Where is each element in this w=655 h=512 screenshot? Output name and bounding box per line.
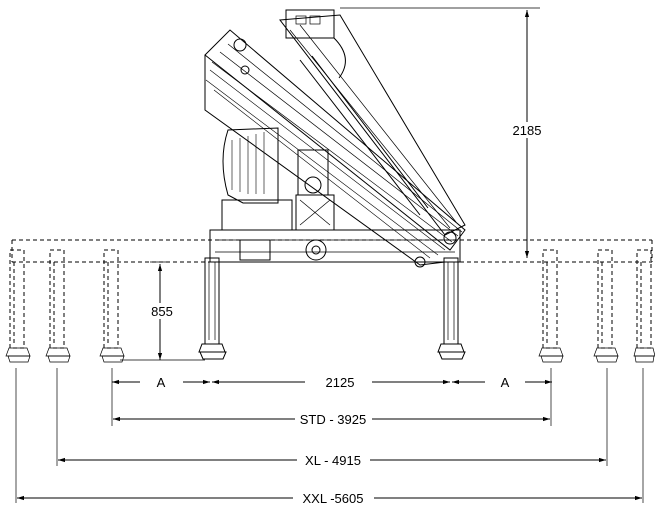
- dim-extension-left-label: A: [157, 375, 166, 390]
- leg-std-right: [538, 249, 564, 363]
- leg-std-left: [99, 249, 125, 363]
- leg-base-left: [198, 257, 227, 360]
- leg-base-right: [437, 257, 466, 360]
- crane-boom: [204, 9, 466, 268]
- dim-xl-span: [56, 368, 608, 466]
- extended-legs: [5, 249, 655, 363]
- leg-xl-left: [45, 249, 71, 363]
- crane-base-frame: [209, 194, 461, 263]
- crane-column: [222, 127, 329, 204]
- dim-height-total: [340, 7, 549, 258]
- leg-xxl-left: [5, 249, 31, 363]
- dim-xxl-span-label: XXL -5605: [303, 491, 364, 506]
- dim-leg-height: [120, 261, 205, 361]
- dim-std-span: [111, 368, 552, 426]
- dim-base-span-label: 2125: [326, 375, 355, 390]
- base-legs: [198, 257, 466, 360]
- dim-extension-right-label: A: [501, 375, 510, 390]
- leg-xl-right: [593, 249, 619, 363]
- outrigger-beam: [11, 239, 653, 263]
- dim-height-total-label: 2185: [513, 123, 542, 138]
- dim-xl-span-label: XL - 4915: [305, 453, 361, 468]
- dim-xxl-span: [15, 368, 644, 503]
- dim-leg-height-label: 855: [151, 304, 173, 319]
- leg-xxl-right: [633, 249, 655, 363]
- dim-std-span-label: STD - 3925: [300, 412, 366, 427]
